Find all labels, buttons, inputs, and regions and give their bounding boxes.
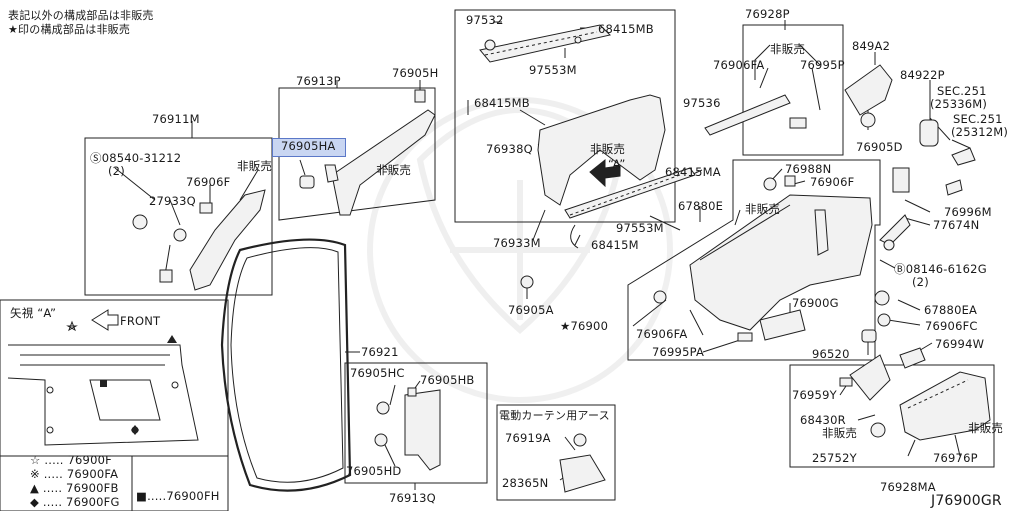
part-76959y[interactable]: 76959Y <box>792 388 837 402</box>
part-97532[interactable]: 97532 <box>466 13 504 27</box>
part-68415mb-top[interactable]: 68415MB <box>598 22 654 36</box>
part-76928ma[interactable]: 76928MA <box>880 480 936 494</box>
part-28365n[interactable]: 28365N <box>502 476 549 490</box>
triangle-icon: ▲ <box>30 481 40 495</box>
part-68415ma[interactable]: 68415MA <box>665 165 721 179</box>
part-25312m[interactable]: (25312M) <box>951 125 1009 139</box>
part-76905ha[interactable]: 76905HA <box>281 139 336 153</box>
part-76933m[interactable]: 76933M <box>493 236 541 250</box>
watermark-logo <box>367 97 673 403</box>
view-a-title: 矢視 “A” <box>10 306 57 320</box>
circle-s-icon: Ⓢ <box>90 151 102 165</box>
part-76913p[interactable]: 76913P <box>296 74 341 88</box>
square-icon: ■ <box>136 489 148 503</box>
note-line-2: ★印の構成部品は非販売 <box>8 23 131 36</box>
part-76911m[interactable]: 76911M <box>152 112 200 126</box>
part-76995pa[interactable]: 76995PA <box>652 345 705 359</box>
section-251-b: SEC.251 <box>953 112 1003 126</box>
not-for-sale-label: 非販売 <box>376 163 412 177</box>
part-97553m-low[interactable]: 97553M <box>616 221 664 235</box>
part-76906f-right[interactable]: 76906F <box>810 175 855 189</box>
legend-row-1: ☆ ..... 76900F <box>30 453 112 467</box>
not-for-sale-label: 非販売 <box>770 42 806 56</box>
legend-row-3: ▲ ..... 76900FB <box>30 481 119 495</box>
part-84922p[interactable]: 84922P <box>900 68 945 82</box>
part-08540-31212[interactable]: Ⓢ08540-31212 <box>90 151 182 165</box>
part-27933q[interactable]: 27933Q <box>149 194 196 208</box>
part-97536[interactable]: 97536 <box>683 96 721 110</box>
box-76928p <box>742 24 844 156</box>
part-76919a[interactable]: 76919A <box>505 431 551 445</box>
part-97553m-top[interactable]: 97553M <box>529 63 577 77</box>
part-68430r[interactable]: 68430R <box>800 413 846 427</box>
part-25752y[interactable]: 25752Y <box>812 451 857 465</box>
part-25336m[interactable]: (25336M) <box>930 97 988 111</box>
diamond-icon: ◆ <box>30 495 40 509</box>
part-76976p[interactable]: 76976P <box>933 451 978 465</box>
part-76906fa-low[interactable]: 76906FA <box>636 327 688 341</box>
part-77674n[interactable]: 77674N <box>933 218 980 232</box>
legend-code[interactable]: 76900FG <box>66 495 120 509</box>
part-76906fa-top[interactable]: 76906FA <box>713 58 765 72</box>
box-76911m <box>84 137 273 296</box>
front-label: FRONT <box>120 314 161 328</box>
part-76996m[interactable]: 76996M <box>944 205 992 219</box>
legend-row-2: ※ ..... 76900FA <box>30 467 119 481</box>
legend-code[interactable]: 76900FH <box>166 489 220 503</box>
part-76994w[interactable]: 76994W <box>935 337 985 351</box>
part-76905hc[interactable]: 76905HC <box>350 366 405 380</box>
selected-part-highlight <box>272 138 346 157</box>
part-67880ea[interactable]: 67880EA <box>924 303 978 317</box>
box-legend <box>0 455 229 511</box>
part-76995p[interactable]: 76995P <box>800 58 845 72</box>
asterisk-cross-icon: ※ <box>30 467 40 481</box>
star-outline-icon: ☆ <box>30 453 41 467</box>
box-76913p <box>278 87 436 221</box>
part-76905hd[interactable]: 76905HD <box>346 464 402 478</box>
part-76928p[interactable]: 76928P <box>745 7 790 21</box>
part-76905d[interactable]: 76905D <box>856 140 903 154</box>
part-68415m[interactable]: 68415M <box>591 238 639 252</box>
part-76938q[interactable]: 76938Q <box>486 142 533 156</box>
part-849a2[interactable]: 849A2 <box>852 39 891 53</box>
part-76905h[interactable]: 76905H <box>392 66 439 80</box>
legend-row-5: ■.....76900FH <box>136 489 220 503</box>
part-76905a[interactable]: 76905A <box>508 303 554 317</box>
quantity-2: (2) <box>912 275 929 289</box>
legend-row-4: ◆ ..... 76900FG <box>30 495 120 509</box>
part-76900g[interactable]: 76900G <box>792 296 839 310</box>
not-for-sale-label: 非販売 <box>745 202 781 216</box>
section-251-a: SEC.251 <box>937 84 987 98</box>
part-96520[interactable]: 96520 <box>812 347 850 361</box>
not-for-sale-label: 非販売 <box>590 142 626 156</box>
legend-code[interactable]: 76900F <box>67 453 112 467</box>
legend-code[interactable]: 76900FA <box>66 467 119 481</box>
diagram-code: J76900GR <box>931 493 1002 509</box>
part-76913q[interactable]: 76913Q <box>389 491 436 505</box>
note-line-1: 表記以外の構成部品は非販売 <box>8 9 154 22</box>
part-76906f-left[interactable]: 76906F <box>186 175 231 189</box>
part-76988n[interactable]: 76988N <box>785 162 832 176</box>
part-76905hb[interactable]: 76905HB <box>420 373 475 387</box>
box-97536 <box>454 9 676 223</box>
curtain-earth-title: 電動カーテン用アース <box>499 409 610 422</box>
part-76906fc[interactable]: 76906FC <box>925 319 978 333</box>
box-76928ma <box>789 364 995 468</box>
not-for-sale-label: 非販売 <box>237 159 273 173</box>
not-for-sale-label: 非販売 <box>822 426 858 440</box>
view-a-marker: “A” <box>608 157 626 171</box>
part-08146-6162g[interactable]: Ⓑ08146-6162G <box>894 262 987 276</box>
box-curtain <box>496 404 616 501</box>
legend-code[interactable]: 76900FB <box>66 481 119 495</box>
circle-b-icon: Ⓑ <box>894 262 906 276</box>
part-76921[interactable]: 76921 <box>361 345 399 359</box>
part-68415mb-mid[interactable]: 68415MB <box>474 96 530 110</box>
quantity-2: (2) <box>108 164 125 178</box>
box-76913q <box>344 362 488 484</box>
part-67880e[interactable]: 67880E <box>678 199 724 213</box>
not-for-sale-label: 非販売 <box>968 421 1004 435</box>
part-76900[interactable]: ★76900 <box>560 319 609 333</box>
